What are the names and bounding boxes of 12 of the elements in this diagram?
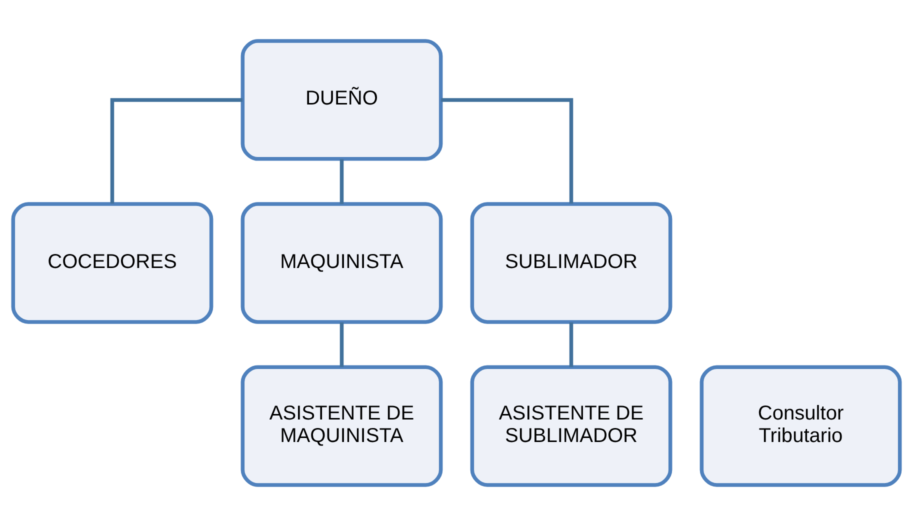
connector: [340, 158, 344, 204]
connector: [441, 98, 574, 204]
node-box: SUBLIMADOR: [470, 202, 672, 324]
node-box: ASISTENTE DE MAQUINISTA: [240, 364, 443, 486]
node-box: Consultor Tributario: [700, 364, 902, 486]
node-box: COCEDORES: [11, 202, 214, 324]
connector: [340, 322, 344, 367]
connector: [569, 322, 574, 367]
node-box: DUEÑO: [240, 38, 443, 160]
connector: [110, 98, 242, 204]
node-box: MAQUINISTA: [240, 202, 443, 324]
node-box: ASISTENTE DE SUBLIMADOR: [470, 364, 672, 486]
